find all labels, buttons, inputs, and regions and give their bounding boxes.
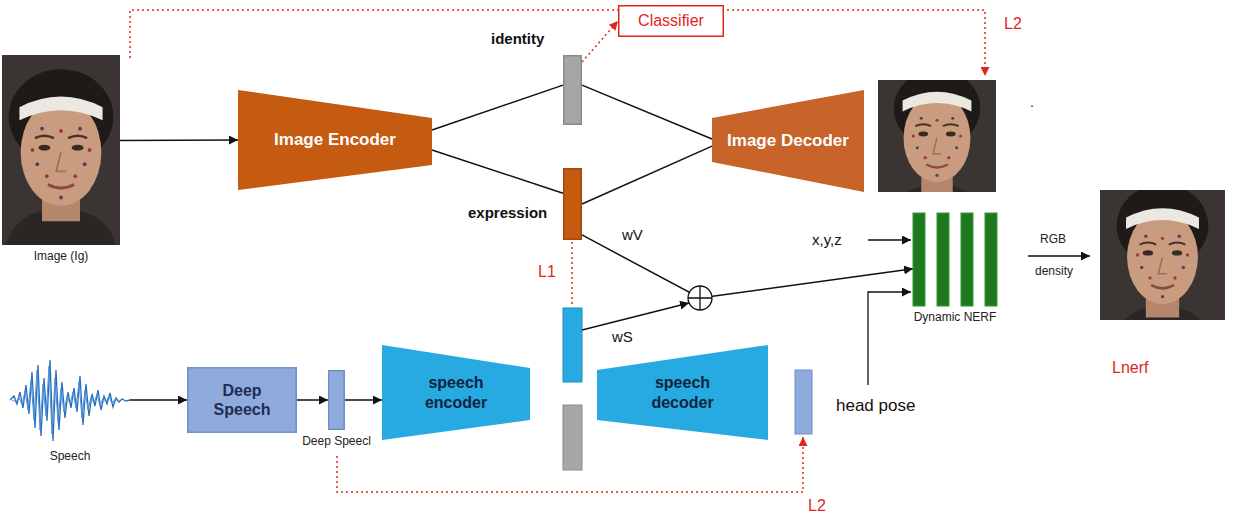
image-l2-loss-line xyxy=(130,10,985,76)
layer-bar xyxy=(961,213,973,306)
node-shape xyxy=(187,367,297,433)
sum-symbol xyxy=(688,286,712,310)
connector-arrow xyxy=(432,85,563,130)
weight-label: wV xyxy=(622,226,643,244)
connector-arrow xyxy=(345,399,382,401)
box-outline xyxy=(619,6,724,37)
trapezoid-shape xyxy=(597,345,768,440)
input-label: x,y,z xyxy=(812,231,842,249)
decoder-block: Image Decoder xyxy=(712,90,864,192)
trapezoid-shape xyxy=(238,90,432,190)
connector-arrow xyxy=(582,235,913,298)
node-label: speech encoder xyxy=(411,373,501,411)
rendered-face-image xyxy=(1100,172,1225,339)
connector-arrow xyxy=(582,85,712,139)
connector-arrow xyxy=(120,139,238,141)
trapezoid-shape xyxy=(712,90,864,192)
node-shape xyxy=(563,168,582,240)
head-pose-input-line xyxy=(868,292,911,385)
node-shape xyxy=(382,345,530,440)
feature-vector: expression xyxy=(563,168,582,240)
feature-vector: identity xyxy=(563,55,582,125)
layer-bar xyxy=(985,213,997,306)
connector-arrow xyxy=(582,146,712,204)
node-label: Deep Speecl xyxy=(302,434,371,448)
loss-label: L2 xyxy=(808,496,826,515)
connector-arrow xyxy=(297,399,328,401)
connector-arrow xyxy=(582,21,618,62)
node-label: Classifier xyxy=(638,11,704,30)
loss-label: L2 xyxy=(1004,14,1022,33)
mark-label: . xyxy=(1030,94,1034,111)
speech-identity-feature xyxy=(563,405,582,470)
node-label: Image (Ig) xyxy=(34,249,89,263)
loss-label: Lnerf xyxy=(1112,358,1148,377)
input-image: Image (Ig) xyxy=(2,55,120,245)
process-box: Deep Speech xyxy=(187,367,297,433)
node-label: Speech xyxy=(50,449,91,463)
speech-input: Speech xyxy=(10,355,130,445)
node-label: Image Decoder xyxy=(727,131,849,151)
encoder-block: Image Encoder xyxy=(238,90,432,190)
classifier-box: Classifier xyxy=(618,5,724,37)
box-outline xyxy=(188,368,297,433)
vector-bar xyxy=(564,169,582,240)
speech-weight-line xyxy=(582,303,689,330)
node-shape xyxy=(913,213,997,306)
reconstructed-speech-feature xyxy=(795,370,812,434)
decoder-block: speech decoder xyxy=(597,345,768,440)
connector-arrow xyxy=(432,150,563,193)
loss-label: L1 xyxy=(538,262,556,281)
node-label: Deep Speech xyxy=(197,381,287,419)
render-output-line xyxy=(1028,255,1090,256)
speech-l2-loss-line xyxy=(337,437,803,492)
node-label: expression xyxy=(468,204,547,222)
nerf-network: Dynamic NERF xyxy=(913,213,997,306)
node-shape xyxy=(597,345,768,440)
l1-loss-line xyxy=(571,242,573,306)
feature-vector: Deep Speecl xyxy=(328,370,345,430)
speech-waveform xyxy=(12,366,118,434)
input-label: head pose xyxy=(836,396,915,416)
vector-bar xyxy=(329,371,345,430)
trapezoid-shape xyxy=(382,345,530,440)
weight-label: wS xyxy=(612,328,633,346)
layer-bar xyxy=(913,213,925,306)
encoder-block: speech encoder xyxy=(382,345,530,440)
vector-bar xyxy=(564,56,582,125)
node-label: speech decoder xyxy=(638,373,728,411)
node-shape xyxy=(563,55,582,125)
speech-expression-feature xyxy=(563,308,582,382)
node-label: Dynamic NERF xyxy=(914,310,997,324)
connector-arrow xyxy=(130,399,187,401)
coordinate-input-line xyxy=(868,239,911,240)
speech-waveform xyxy=(10,360,130,441)
input-face-image xyxy=(0,55,132,245)
reconstructed-face-image xyxy=(878,57,996,214)
output-label: density xyxy=(1035,264,1073,278)
node-shape xyxy=(328,370,345,430)
layer-bar xyxy=(937,213,949,306)
output-label: RGB xyxy=(1040,232,1066,246)
node-label: identity xyxy=(491,30,544,48)
node-label: Image Encoder xyxy=(274,130,396,150)
